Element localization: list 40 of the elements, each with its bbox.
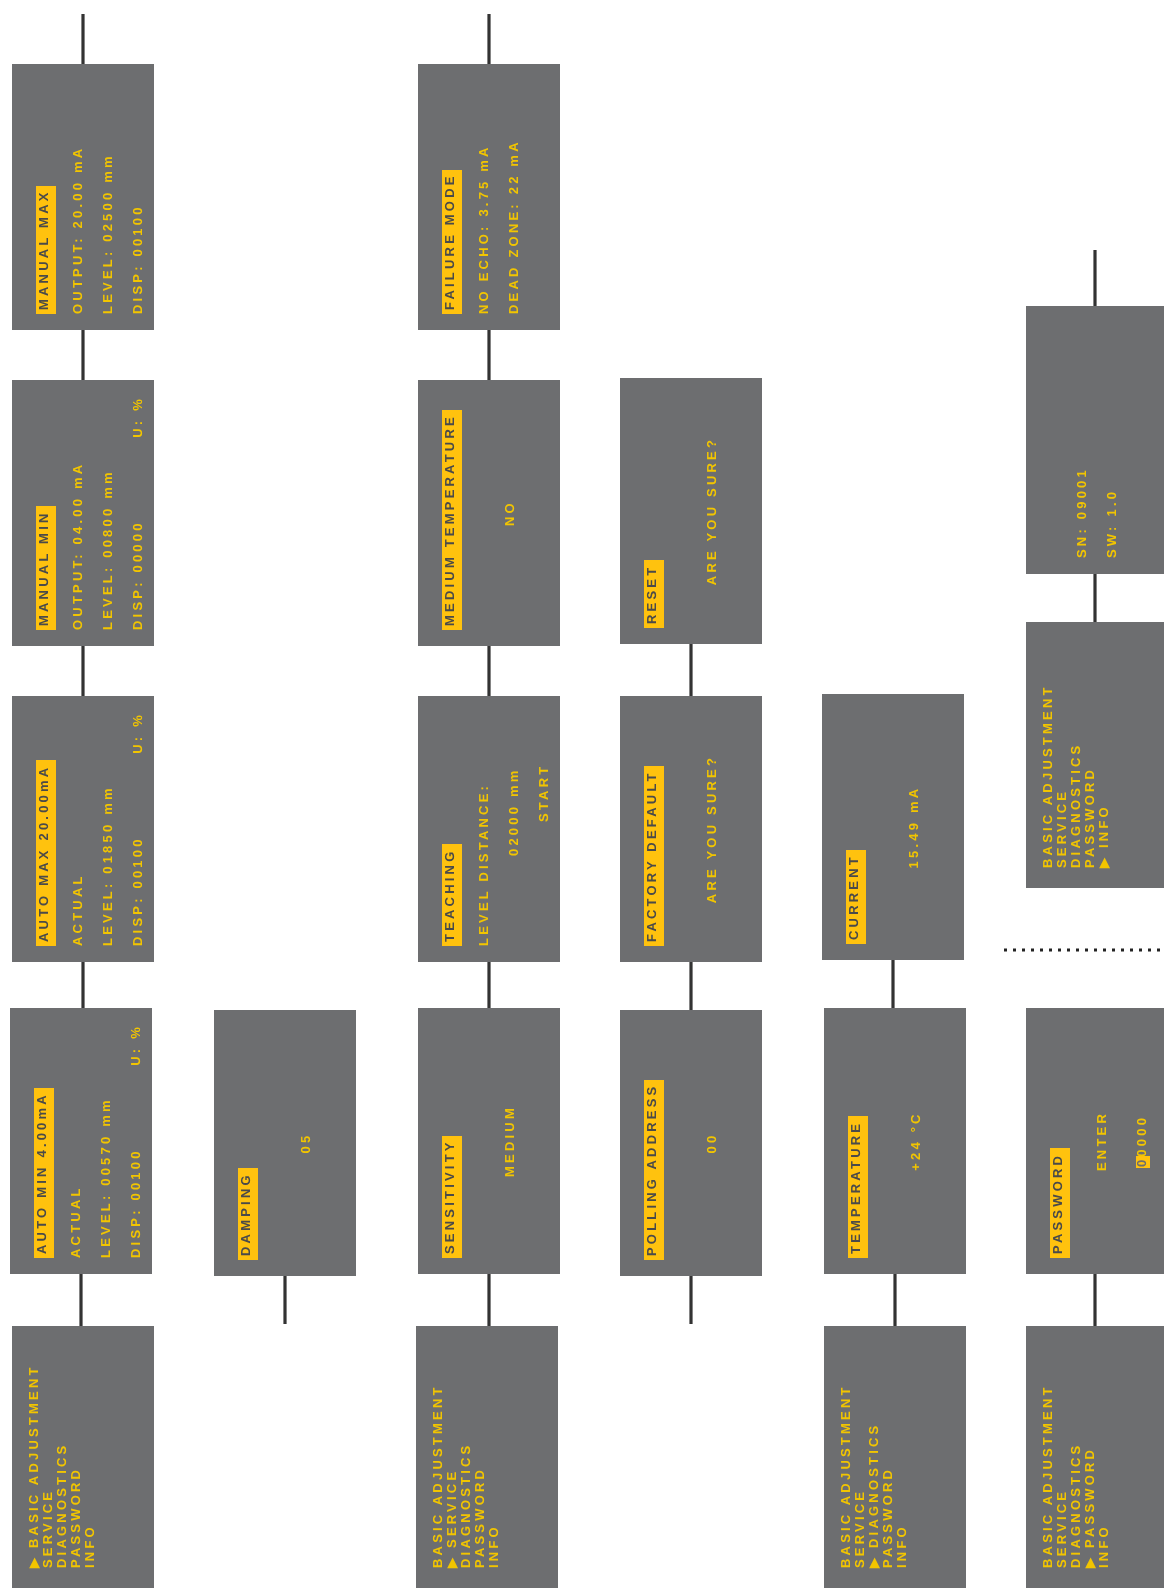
display-screen <box>418 64 560 330</box>
connector-line <box>81 14 85 64</box>
connector-line <box>487 1274 491 1326</box>
connector-line <box>1093 250 1097 306</box>
connector-line <box>1093 1274 1097 1326</box>
connector-line <box>487 14 491 64</box>
connector-line <box>689 1276 693 1324</box>
display-screen <box>10 1008 152 1274</box>
display-screen <box>1026 1008 1164 1274</box>
display-screen <box>822 694 964 960</box>
display-screen <box>1026 622 1164 888</box>
connector-line <box>689 962 693 1010</box>
connector-line <box>79 1274 83 1326</box>
connector-line <box>487 646 491 696</box>
display-screen <box>824 1326 966 1588</box>
connector-line <box>893 1274 897 1326</box>
display-screen <box>620 1010 762 1276</box>
display-screen <box>620 696 762 962</box>
connector-line <box>283 1276 287 1324</box>
connector-line <box>81 646 85 696</box>
connector-line <box>81 330 85 380</box>
connector-line <box>487 330 491 380</box>
display-screen <box>824 1008 966 1274</box>
display-screen <box>12 696 154 962</box>
display-screen <box>620 378 762 644</box>
display-screen <box>416 1326 558 1588</box>
connector-line <box>81 962 85 1008</box>
display-screen <box>418 380 560 646</box>
display-screen <box>12 64 154 330</box>
connector-line <box>487 962 491 1008</box>
display-screen <box>214 1010 356 1276</box>
connector-line <box>1093 574 1097 622</box>
display-screen <box>1026 306 1164 574</box>
display-screen <box>418 1008 560 1274</box>
display-screen <box>12 380 154 646</box>
display-screen <box>1026 1326 1164 1588</box>
display-screen <box>418 696 560 962</box>
connector-line <box>891 960 895 1008</box>
connector-line <box>689 644 693 696</box>
display-screen <box>12 1326 154 1588</box>
